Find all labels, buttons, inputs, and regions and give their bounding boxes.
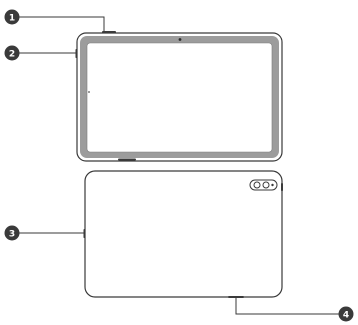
flash-icon bbox=[271, 183, 274, 187]
leader-lines bbox=[19, 16, 339, 315]
callout-4-badge bbox=[338, 306, 354, 322]
callout-1: 1 bbox=[4, 9, 20, 25]
rear-camera-lens-2-icon bbox=[262, 181, 270, 189]
leader-line-1 bbox=[19, 16, 105, 31]
bottom-port bbox=[228, 296, 244, 298]
callout-4-number: 4 bbox=[343, 310, 349, 320]
callout-4: 4 bbox=[338, 306, 354, 322]
front-bottom-slot bbox=[118, 158, 136, 161]
callout-2: 2 bbox=[4, 45, 20, 61]
callout-3-badge bbox=[4, 225, 20, 241]
callout-2-badge bbox=[4, 45, 20, 61]
callout-3: 3 bbox=[4, 225, 20, 241]
back-right-button bbox=[281, 183, 283, 191]
top-button bbox=[102, 31, 116, 34]
leader-line-4 bbox=[235, 298, 339, 315]
back-body bbox=[84, 170, 283, 298]
side-button bbox=[75, 49, 78, 58]
callout-2-number: 2 bbox=[9, 49, 15, 59]
callout-3-number: 3 bbox=[9, 229, 15, 239]
rear-camera-lens-icon bbox=[253, 181, 261, 189]
front-screen bbox=[86, 42, 273, 153]
left-edge-port bbox=[83, 229, 86, 238]
front-side-dot bbox=[88, 91, 90, 93]
callout-1-number: 1 bbox=[9, 13, 15, 23]
front-camera-icon bbox=[178, 38, 182, 41]
front-view bbox=[75, 31, 283, 162]
back-view bbox=[83, 170, 283, 298]
callout-1-badge bbox=[4, 9, 20, 25]
